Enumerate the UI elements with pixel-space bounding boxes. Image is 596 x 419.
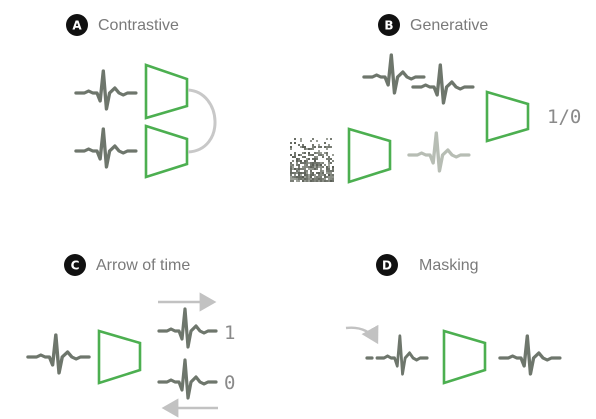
panel-b-badge: B [378, 14, 400, 36]
panel-d-badge: D [376, 254, 398, 276]
mask-arrow-icon [345, 324, 379, 345]
badge-circle [66, 14, 88, 36]
discriminator-output-label: 1/0 [547, 106, 581, 128]
badge-circle [376, 254, 398, 276]
encoder-c-icon [97, 329, 142, 385]
badge-circle [378, 14, 400, 36]
signal-a-bottom-icon [74, 127, 138, 169]
signal-d-masked-icon [375, 334, 429, 376]
panel-contrastive: A Contrastive [66, 14, 217, 179]
forward-label: 1 [224, 322, 235, 344]
badge-letter-d: D [382, 259, 392, 273]
backward-label: 0 [224, 372, 235, 394]
badge-letter-c: C [71, 259, 80, 273]
contrastive-connector-icon [187, 88, 217, 154]
signal-c-forward-icon [157, 307, 218, 349]
panel-c-badge: C [64, 254, 86, 276]
panel-b-title: Generative [410, 17, 488, 34]
panel-d-title: Masking [419, 257, 479, 274]
signal-c-backward-icon [157, 358, 218, 400]
signal-b-generated-icon [407, 131, 471, 173]
badge-letter-b: B [384, 19, 393, 33]
panel-masking: D Masking [345, 254, 562, 385]
panel-c-title: Arrow of time [96, 257, 190, 274]
panel-a-badge: A [66, 14, 88, 36]
encoder-d-icon [442, 329, 487, 385]
panel-a-title: Contrastive [98, 17, 179, 34]
badge-circle [64, 254, 86, 276]
panel-generative: B Generative 1/0 [290, 14, 581, 184]
badge-letter-a: A [72, 19, 82, 33]
signal-a-top-icon [74, 69, 138, 111]
signal-b-real-2-icon [411, 63, 475, 105]
encoder-b-discriminator-icon [485, 90, 530, 143]
signal-c-input-icon [26, 333, 91, 375]
noise-patch-icon [290, 138, 334, 182]
encoder-a-top-icon [144, 63, 189, 120]
encoder-a-bottom-icon [144, 124, 189, 179]
signal-d-reconstructed-icon [498, 334, 562, 376]
encoder-b-generator-icon [347, 127, 392, 184]
panel-arrow-of-time: C Arrow of time 1 0 [26, 254, 235, 418]
